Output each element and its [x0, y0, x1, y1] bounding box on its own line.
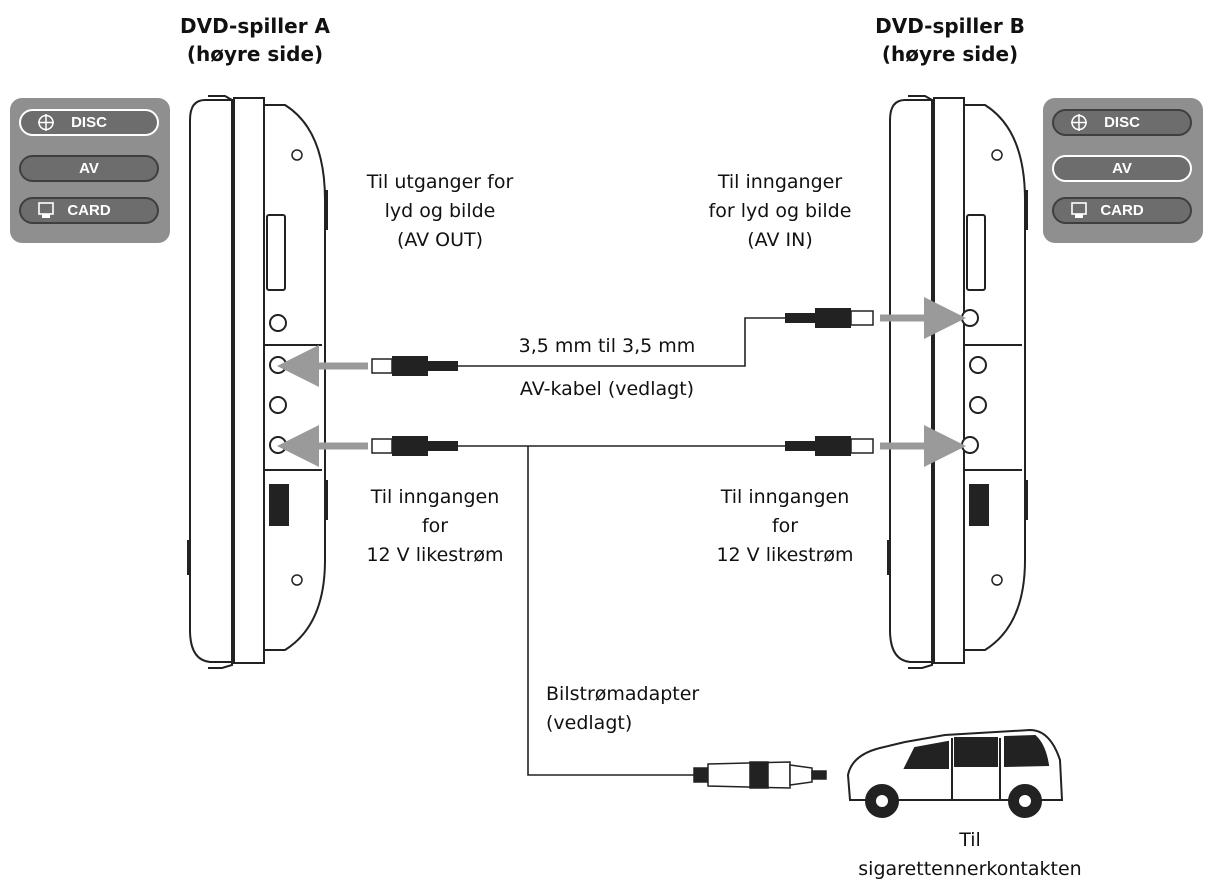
- lighter-line1: Til: [959, 829, 981, 851]
- av-in-line1: Til innganger: [717, 171, 843, 193]
- lighter-line2: sigarettennerkontakten: [858, 858, 1082, 880]
- mode-a-card-label: CARD: [67, 202, 111, 219]
- mode-a-disc-label: DISC: [71, 114, 107, 131]
- power-cable: [458, 445, 785, 776]
- mode-panel-b: DISC AV CARD: [1043, 98, 1203, 243]
- dc-in-b-line3: 12 V likestrøm: [716, 544, 854, 566]
- player-b-title-line1: DVD-spiller B: [875, 14, 1025, 38]
- connection-arrows: [277, 297, 966, 467]
- adapter-label: Bilstrømadapter (vedlagt): [546, 680, 699, 738]
- car-icon: [846, 728, 1064, 818]
- mode-a-av-button: AV: [19, 155, 159, 182]
- lighter-label: Til sigarettennerkontakten: [820, 826, 1120, 884]
- av-out-line2: lyd og bilde: [384, 200, 496, 222]
- cable-spec-label: 3,5 mm til 3,5 mm: [518, 335, 696, 357]
- adapter-line1: Bilstrømadapter: [546, 683, 700, 705]
- player-a-title-line1: DVD-spiller A: [179, 14, 330, 38]
- av-in-line3: (AV IN): [747, 229, 813, 251]
- mode-b-card-button: CARD: [1052, 197, 1192, 224]
- mode-b-av-label: AV: [1112, 160, 1132, 177]
- mode-a-card-button: CARD: [19, 197, 159, 224]
- av-plug-b: [785, 308, 874, 328]
- av-plug-a: [371, 356, 458, 376]
- dc-in-a-line3: 12 V likestrøm: [366, 544, 504, 566]
- mode-b-disc-button: DISC: [1052, 109, 1192, 136]
- mode-a-av-label: AV: [79, 160, 99, 177]
- av-cable: [458, 317, 785, 367]
- player-b-title-line2: (høyre side): [881, 42, 1019, 66]
- mode-b-disc-label: DISC: [1104, 114, 1140, 131]
- dc-in-b-line2: for: [771, 515, 799, 537]
- card-icon: [38, 202, 54, 218]
- dc-in-a-label: Til inngangen for 12 V likestrøm: [340, 483, 530, 570]
- av-cable-label: AV-kabel (vedlagt): [519, 378, 695, 400]
- disc-icon: [38, 114, 54, 131]
- card-icon: [1071, 202, 1087, 218]
- car-adapter-plug: [693, 761, 827, 789]
- disc-icon: [1071, 114, 1087, 131]
- player-a-title: DVD-spiller A (høyre side): [150, 12, 360, 68]
- mode-a-disc-button: DISC: [19, 109, 159, 136]
- adapter-line2: (vedlagt): [546, 712, 633, 734]
- power-plug-a: [371, 436, 458, 456]
- dc-in-b-label: Til inngangen for 12 V likestrøm: [690, 483, 880, 570]
- mode-panel-a: DISC AV CARD: [10, 98, 170, 243]
- dc-in-a-line1: Til inngangen: [370, 486, 500, 508]
- player-b-title: DVD-spiller B (høyre side): [845, 12, 1055, 68]
- power-plug-b: [785, 436, 874, 456]
- player-b-device: [887, 95, 1028, 669]
- av-in-label: Til innganger for lyd og bilde (AV IN): [680, 168, 880, 255]
- player-a-title-line2: (høyre side): [186, 42, 324, 66]
- av-in-line2: for lyd og bilde: [708, 200, 852, 222]
- av-out-label: Til utganger for lyd og bilde (AV OUT): [340, 168, 540, 255]
- player-a-device: [187, 95, 328, 669]
- dc-in-a-line2: for: [421, 515, 449, 537]
- mode-b-av-button: AV: [1052, 155, 1192, 182]
- mode-b-card-label: CARD: [1100, 202, 1144, 219]
- av-out-line3: (AV OUT): [396, 229, 484, 251]
- dc-in-b-line1: Til inngangen: [720, 486, 850, 508]
- av-out-line1: Til utganger for: [366, 171, 514, 193]
